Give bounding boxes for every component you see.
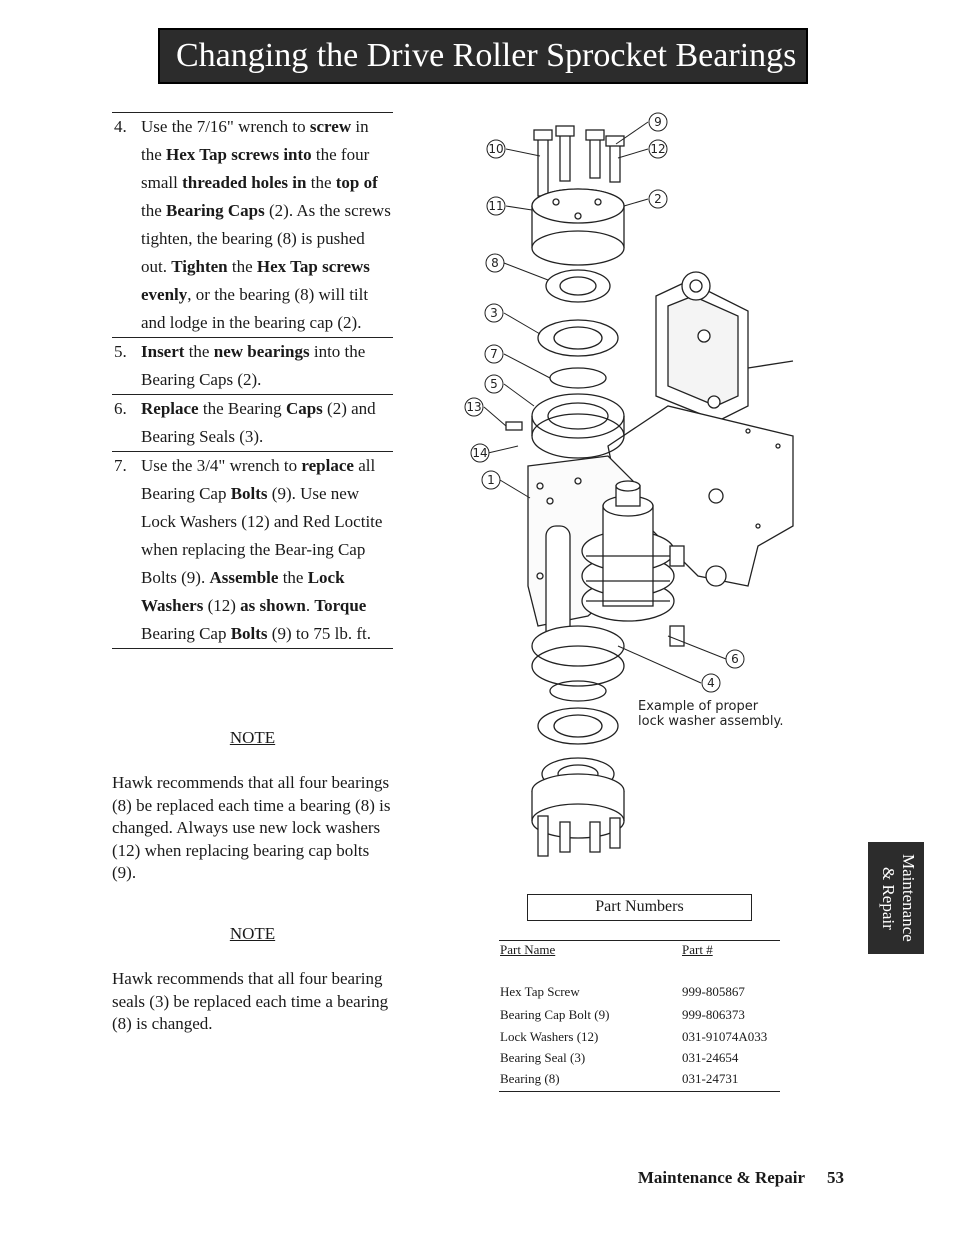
part-number: 031-24731 bbox=[682, 1071, 739, 1086]
side-tab-line: Maintenance bbox=[899, 854, 918, 942]
callout-label: 5 bbox=[490, 377, 498, 391]
table-row: Bearing (8) 031-24731 bbox=[499, 1071, 780, 1089]
part-number: 999-806373 bbox=[682, 1007, 745, 1022]
callout-label: 13 bbox=[466, 400, 481, 414]
diagram-caption: lock washer assembly. bbox=[638, 714, 783, 729]
exploded-assembly-diagram: 9 10 12 11 2 8 3 7 5 13 14 1 6 4 Example… bbox=[464, 112, 794, 857]
key-part bbox=[669, 625, 685, 647]
bolt-group-bottom bbox=[537, 815, 621, 857]
diagram-caption: Example of proper bbox=[638, 699, 759, 714]
callout-label: 14 bbox=[472, 446, 487, 460]
callout-label: 9 bbox=[654, 115, 662, 129]
callout-label: 11 bbox=[488, 199, 503, 213]
step-item: 4. Use the 7/16" wrench to screw in the … bbox=[112, 112, 393, 337]
callout-label: 12 bbox=[650, 142, 665, 156]
callout-label: 2 bbox=[654, 192, 662, 206]
step-text: Use the 3/4" wrench to replace all Beari… bbox=[141, 456, 383, 643]
part-name: Hex Tap Screw bbox=[500, 984, 580, 999]
table-row: Lock Washers (12) 031-91074A033 bbox=[499, 1029, 780, 1047]
part-numbers-title: Part Numbers bbox=[527, 894, 752, 921]
note-heading: NOTE bbox=[229, 924, 276, 943]
callout-label: 10 bbox=[488, 142, 503, 156]
part-name: Lock Washers (12) bbox=[500, 1029, 599, 1044]
part-number: 999-805867 bbox=[682, 984, 745, 999]
note-heading: NOTE bbox=[229, 728, 276, 747]
side-tab-line: & Repair bbox=[879, 866, 898, 930]
part-numbers-table: Part Name Part # Hex Tap Screw 999-80586… bbox=[499, 940, 780, 1092]
page-number: 53 bbox=[827, 1168, 844, 1187]
table-row: Bearing Seal (3) 031-24654 bbox=[499, 1050, 780, 1068]
step-number: 7. bbox=[114, 456, 127, 475]
section-side-tab: Maintenance & Repair bbox=[868, 842, 924, 954]
part-name: Bearing (8) bbox=[500, 1071, 560, 1086]
table-row: Hex Tap Screw 999-805867 bbox=[499, 984, 780, 1002]
bolt-group-top bbox=[533, 125, 625, 197]
note-text: Hawk recommends that all four bearings (… bbox=[112, 773, 391, 882]
page-title: Changing the Drive Roller Sprocket Beari… bbox=[158, 28, 808, 84]
column-header-part-number: Part # bbox=[682, 942, 713, 957]
step-item: 6. Replace the Bearing Caps (2) and Bear… bbox=[112, 394, 393, 451]
part-name: Bearing Cap Bolt (9) bbox=[500, 1007, 610, 1022]
step-text: Use the 7/16" wrench to screw in the Hex… bbox=[141, 117, 391, 332]
callout-label: 3 bbox=[490, 306, 498, 320]
page-footer: Maintenance & Repair 53 bbox=[560, 1168, 844, 1188]
grease-fitting bbox=[505, 421, 523, 431]
step-number: 5. bbox=[114, 342, 127, 361]
column-header-part-name: Part Name bbox=[500, 942, 556, 957]
table-header-row: Part Name Part # bbox=[499, 942, 780, 960]
part-number: 031-91074A033 bbox=[682, 1029, 768, 1044]
note-text: Hawk recommends that all four bearing se… bbox=[112, 969, 389, 1033]
part-name: Bearing Seal (3) bbox=[500, 1050, 586, 1065]
callout-label: 8 bbox=[491, 256, 499, 270]
step-text: Insert the new bearings into the Bearing… bbox=[141, 342, 366, 389]
callout-label: 7 bbox=[490, 347, 498, 361]
step-item: 7. Use the 3/4" wrench to replace all Be… bbox=[112, 451, 393, 649]
step-item: 5. Insert the new bearings into the Bear… bbox=[112, 337, 393, 394]
part-number: 031-24654 bbox=[682, 1050, 739, 1065]
footer-section: Maintenance & Repair bbox=[637, 1168, 805, 1187]
key-part bbox=[669, 545, 685, 567]
table-row: Bearing Cap Bolt (9) 999-806373 bbox=[499, 1007, 780, 1025]
step-number: 6. bbox=[114, 399, 127, 418]
callout-label: 1 bbox=[487, 473, 495, 487]
step-text: Replace the Bearing Caps (2) and Bearing… bbox=[141, 399, 376, 446]
steps-list: 4. Use the 7/16" wrench to screw in the … bbox=[112, 112, 393, 649]
sprocket-stack bbox=[581, 480, 675, 622]
step-number: 4. bbox=[114, 117, 127, 136]
callout-label: 4 bbox=[707, 676, 715, 690]
callout-label: 6 bbox=[731, 652, 739, 666]
